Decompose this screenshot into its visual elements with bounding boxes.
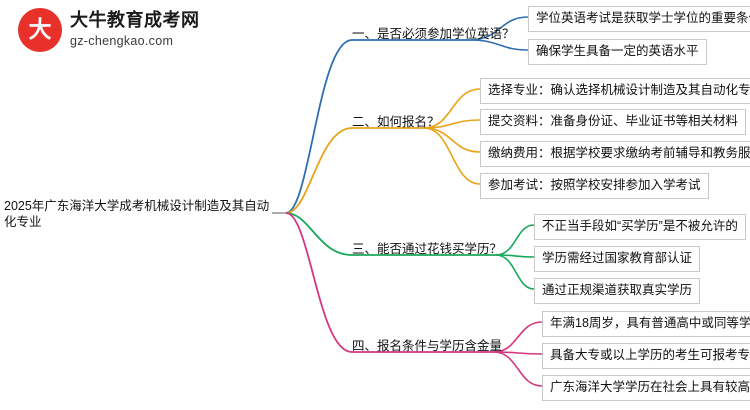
mindmap-root-label: 2025年广东海洋大学成考机械设计制造及其自动化专业	[4, 199, 270, 229]
logo-title: 大牛教育成考网	[70, 10, 200, 31]
leaf-node-2-3[interactable]: 缴纳费用：根据学校要求缴纳考前辅导和教务服务费用	[480, 141, 750, 167]
leaf-node-3-2[interactable]: 学历需经过国家教育部认证	[534, 246, 701, 272]
leaf-node-4-1[interactable]: 年满18周岁，具有普通高中或同等学历	[542, 311, 750, 337]
logo-subtitle: gz-chengkao.com	[70, 34, 174, 49]
leaf-node-1-1[interactable]: 学位英语考试是获取学士学位的重要条件	[528, 6, 750, 32]
leaf-node-4-3[interactable]: 广东海洋大学学历在社会上具有较高认可度	[542, 375, 750, 401]
leaf-node-2-1[interactable]: 选择专业：确认选择机械设计制造及其自动化专业	[480, 78, 750, 104]
logo-mark-icon: 大牛	[18, 8, 62, 86]
site-logo: 大牛 大牛教育成考网 gz-chengkao.com	[18, 8, 200, 86]
leaf-node-2-4[interactable]: 参加考试：按照学校安排参加入学考试	[480, 173, 709, 199]
leaf-node-3-3[interactable]: 通过正规渠道获取真实学历	[534, 278, 701, 304]
branch-label-2[interactable]: 二、如何报名？	[352, 115, 440, 129]
leaf-node-3-1[interactable]: 不正当手段如“买学历”是不被允许的	[534, 214, 746, 240]
branch-label-3[interactable]: 三、能否通过花钱买学历？	[352, 242, 503, 256]
leaf-node-1-2[interactable]: 确保学生具备一定的英语水平	[528, 39, 707, 65]
branch-label-1[interactable]: 一、是否必须参加学位英语？	[352, 27, 515, 41]
logo-glyph: 大牛	[28, 17, 52, 86]
logo-text: 大牛教育成考网 gz-chengkao.com	[70, 10, 200, 49]
leaf-node-2-2[interactable]: 提交资料：准备身份证、毕业证书等相关材料	[480, 109, 747, 135]
branch-label-4[interactable]: 四、报名条件与学历含金量	[352, 339, 503, 353]
leaf-node-4-2[interactable]: 具备大专或以上学历的考生可报考专升本	[542, 343, 750, 369]
